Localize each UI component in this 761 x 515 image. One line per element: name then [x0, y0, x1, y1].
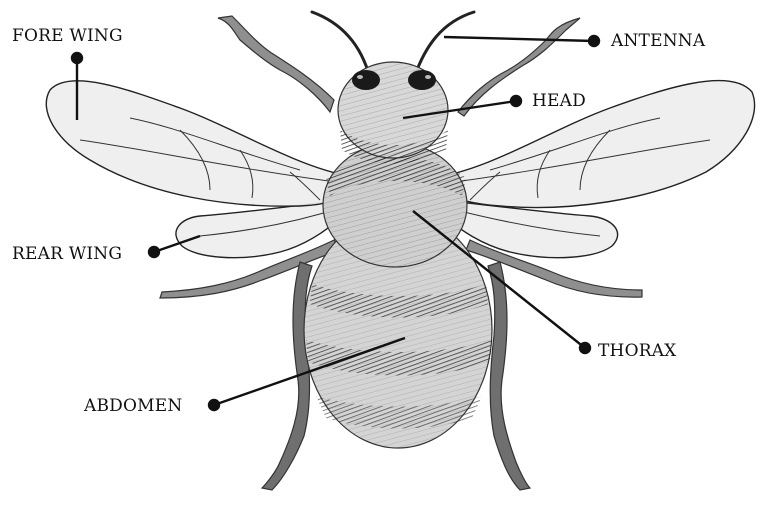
right-fore-wing: [432, 81, 755, 208]
left-front-leg: [218, 16, 334, 112]
left-hind-leg: [262, 262, 312, 490]
right-eye: [408, 70, 436, 90]
label-thorax: THORAX: [598, 343, 676, 360]
bee-body: [304, 62, 492, 448]
head-dot: [511, 96, 521, 106]
thorax-dot: [580, 343, 590, 353]
abdomen-dot: [209, 400, 219, 410]
label-abdomen: ABDOMEN: [84, 398, 182, 415]
antenna-dot: [589, 36, 599, 46]
rear-wing-dot: [149, 247, 159, 257]
label-fore-wing: FORE WING: [12, 28, 123, 45]
label-rear-wing: REAR WING: [12, 246, 122, 263]
label-head: HEAD: [532, 93, 586, 110]
left-eye: [352, 70, 380, 90]
label-antenna: ANTENNA: [611, 33, 705, 50]
right-hind-leg: [488, 262, 530, 490]
left-fore-wing: [46, 81, 360, 206]
left-antenna: [312, 12, 370, 78]
fore-wing-dot: [72, 53, 82, 63]
right-antenna: [414, 12, 474, 78]
antenna-leader: [444, 37, 594, 41]
